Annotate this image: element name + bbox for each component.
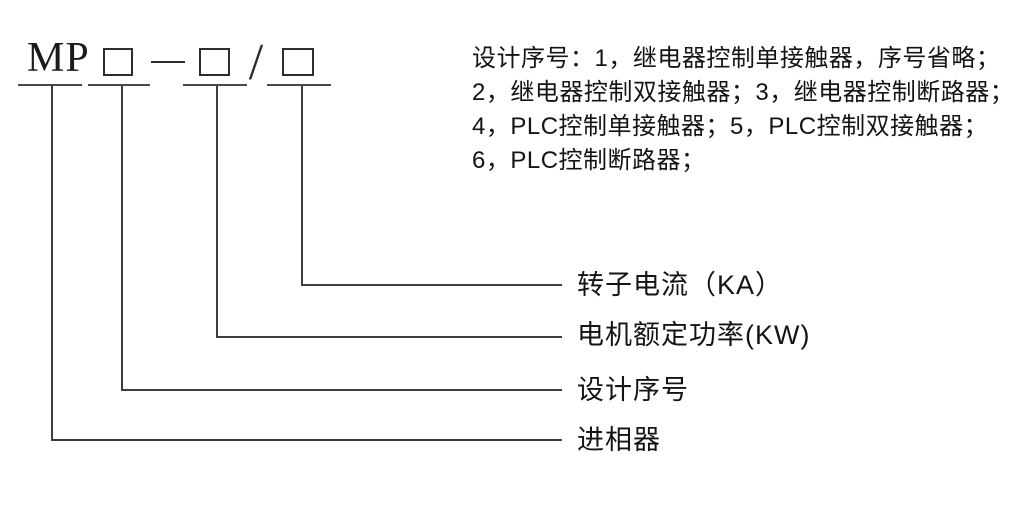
slash-separator: / — [248, 34, 264, 91]
placeholder-box-motor-power — [199, 48, 230, 76]
placeholder-box-design-series — [103, 48, 133, 76]
note-line: 4，PLC控制单接触器；5，PLC控制双接触器； — [472, 113, 989, 140]
leader-rotor-current — [301, 85, 562, 286]
note-line: 6，PLC控制断路器； — [472, 147, 706, 174]
design-series-note: 设计序号：1，继电器控制单接触器，序号省略； 2，继电器控制双接触器；3，继电器… — [472, 42, 1028, 178]
placeholder-box-rotor-current — [282, 48, 314, 76]
dash-separator — [151, 61, 185, 63]
label-rotor-current: 转子电流（KA） — [577, 270, 784, 300]
leader-motor-power — [216, 85, 562, 338]
label-phase-advancer: 进相器 — [577, 425, 661, 455]
label-design-series: 设计序号 — [577, 375, 689, 405]
model-prefix-text: MP — [27, 35, 90, 81]
leader-design-series — [121, 85, 562, 391]
note-line: 2，继电器控制双接触器；3，继电器控制断路器； — [472, 79, 1015, 106]
label-motor-power: 电机额定功率(KW) — [577, 320, 811, 350]
leader-phase-advancer — [51, 85, 562, 441]
note-line: 设计序号：1，继电器控制单接触器，序号省略； — [472, 45, 1001, 72]
